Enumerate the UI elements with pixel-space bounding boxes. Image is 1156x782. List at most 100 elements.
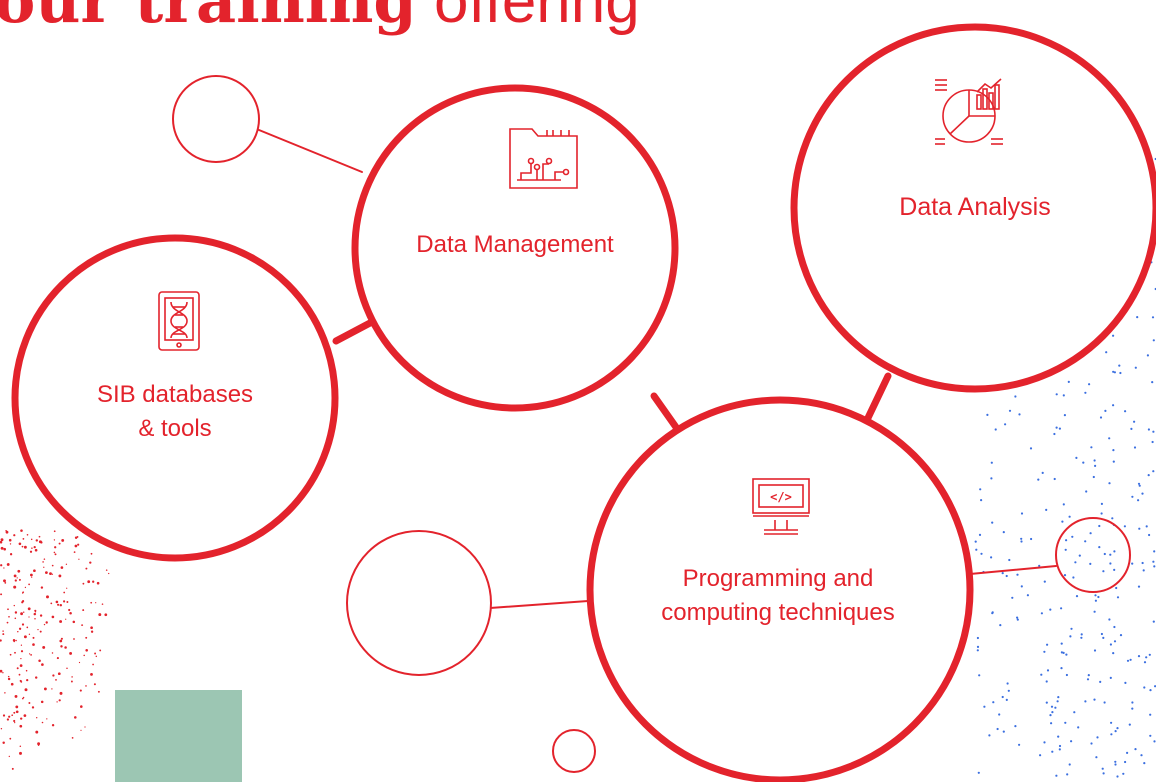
red-dot [69, 611, 72, 615]
red-dot [26, 678, 29, 682]
blue-dot [991, 611, 994, 614]
red-dot [54, 546, 57, 549]
red-dot [2, 741, 5, 744]
red-dot [32, 643, 35, 646]
blue-dot [1008, 558, 1011, 562]
blue-dot [1094, 599, 1097, 602]
red-dot [38, 535, 41, 538]
red-dot [28, 633, 31, 635]
blue-dot [1102, 570, 1105, 573]
blue-dot [1097, 595, 1100, 599]
blue-dot [1110, 721, 1113, 724]
red-dot [23, 635, 27, 639]
red-dot [43, 566, 45, 568]
red-dot [74, 544, 78, 548]
blue-dot [1084, 540, 1087, 543]
red-dot [8, 615, 10, 618]
blue-dot [1008, 409, 1012, 412]
red-dot [63, 591, 66, 594]
data-management-node[interactable]: Data Management [380, 228, 650, 262]
red-dot [0, 546, 4, 550]
red-dot [34, 548, 38, 552]
red-dot [66, 601, 69, 603]
blue-dot [1073, 711, 1076, 714]
blue-dot [1114, 730, 1117, 733]
blue-dot [1137, 585, 1141, 588]
blue-dot [1099, 416, 1103, 419]
blue-dot [1102, 636, 1105, 640]
blue-dot [1058, 427, 1061, 430]
red-dot [58, 574, 62, 578]
blue-dot [1020, 540, 1023, 543]
red-dot [15, 639, 17, 642]
red-dot [49, 572, 52, 576]
blue-dot [1065, 673, 1068, 677]
blue-dot [1143, 762, 1146, 765]
red-dot [58, 542, 61, 545]
red-dot [26, 626, 29, 629]
blue-dot [1122, 772, 1125, 775]
blue-dot [1018, 743, 1021, 746]
red-dot [19, 751, 22, 755]
blue-dot [1131, 495, 1134, 498]
sib-databases-node[interactable]: SIB databases & tools [30, 378, 320, 446]
red-dot [30, 538, 33, 541]
red-dot [0, 669, 3, 673]
red-dot [70, 680, 73, 683]
red-dot [19, 745, 22, 748]
red-dot [52, 674, 55, 677]
blue-dot [1053, 432, 1056, 436]
red-dot [22, 600, 25, 603]
blue-dot [1020, 585, 1023, 588]
red-dot [74, 536, 78, 540]
blue-dot [1002, 531, 1005, 534]
red-dot [50, 602, 53, 605]
red-dot [35, 539, 39, 542]
red-dot [7, 563, 10, 565]
red-dot [37, 742, 41, 746]
blue-dot [1124, 681, 1127, 685]
red-dot [38, 659, 41, 663]
blue-dot [1016, 616, 1019, 619]
red-dot [42, 645, 46, 649]
blue-dot [1065, 539, 1068, 542]
blue-dot [975, 548, 978, 551]
red-dot [35, 676, 38, 679]
red-dot [11, 714, 14, 717]
red-dot [23, 545, 27, 549]
blue-dot [1043, 650, 1046, 653]
programming-node[interactable]: Programming and computing techniques [600, 562, 956, 630]
red-dot [68, 608, 71, 612]
blue-dot [1101, 767, 1104, 770]
blue-dot [1006, 682, 1009, 685]
red-dot [43, 687, 47, 691]
blue-dot [1001, 572, 1004, 575]
blue-dot [976, 636, 980, 640]
red-dot [72, 620, 76, 624]
red-dot [80, 705, 83, 708]
red-dot [34, 611, 37, 613]
red-dot [85, 636, 88, 639]
data-analysis-node[interactable]: Data Analysis [835, 190, 1115, 226]
red-dot [0, 593, 3, 596]
red-dot [16, 577, 18, 579]
blue-dot [1131, 562, 1134, 565]
blue-dot [1153, 550, 1156, 553]
red-dot [40, 586, 44, 589]
programming-label-line2: computing techniques [661, 599, 895, 627]
blue-dot [1037, 478, 1040, 481]
blue-dot [1046, 669, 1050, 672]
blue-dot [1131, 707, 1134, 710]
blue-dot [1094, 594, 1097, 597]
blue-dot [1051, 750, 1054, 753]
blue-dot [1061, 520, 1064, 523]
blue-dot [1056, 700, 1059, 703]
connector-line [332, 319, 374, 345]
blue-dot [1096, 736, 1099, 739]
blue-dot [1045, 701, 1048, 704]
red-dot [20, 644, 23, 646]
red-dot [90, 626, 93, 630]
red-dot [56, 701, 58, 703]
blue-dot [1140, 754, 1143, 757]
